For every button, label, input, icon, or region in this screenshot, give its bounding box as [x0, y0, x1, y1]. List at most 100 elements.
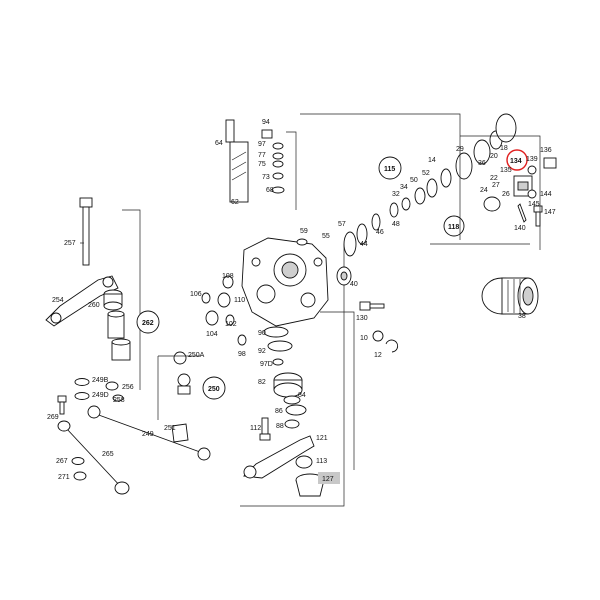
cap-40-part: [336, 266, 352, 286]
label-260[interactable]: 260: [88, 302, 100, 309]
label-249b[interactable]: 249B: [92, 377, 109, 384]
label-130[interactable]: 130: [356, 315, 368, 322]
label-64[interactable]: 64: [215, 140, 223, 147]
label-77[interactable]: 77: [258, 152, 266, 159]
label-88[interactable]: 88: [276, 423, 284, 430]
label-27[interactable]: 27: [492, 182, 500, 189]
label-26[interactable]: 26: [502, 191, 510, 198]
label-92[interactable]: 92: [258, 348, 266, 355]
bolt-257-part: [79, 197, 93, 266]
label-59[interactable]: 59: [300, 228, 308, 235]
label-68[interactable]: 68: [266, 187, 274, 194]
label-147[interactable]: 147: [544, 209, 556, 216]
label-57[interactable]: 57: [338, 221, 346, 228]
label-24[interactable]: 24: [480, 187, 488, 194]
label-250[interactable]: 250: [208, 386, 220, 393]
label-94[interactable]: 94: [262, 119, 270, 126]
bushing-127-part: [295, 473, 325, 497]
label-144[interactable]: 144: [540, 191, 552, 198]
sleeve-38-part: [481, 277, 539, 315]
ring-10-part: [372, 330, 384, 342]
ring-59-part: [296, 238, 308, 246]
label-118[interactable]: 118: [448, 224, 459, 231]
bushing-260-part: [103, 289, 123, 311]
label-84[interactable]: 84: [298, 392, 306, 399]
label-55[interactable]: 55: [322, 233, 330, 240]
label-135[interactable]: 135: [500, 167, 512, 174]
nut-256-part: [105, 381, 119, 391]
label-127[interactable]: 127: [322, 476, 334, 483]
label-262[interactable]: 262: [142, 320, 154, 327]
label-256[interactable]: 256: [122, 384, 134, 391]
label-34[interactable]: 34: [400, 184, 408, 191]
label-40[interactable]: 40: [350, 281, 358, 288]
clip-12-part: [385, 339, 399, 353]
gear-housing-part: [241, 237, 329, 327]
label-18[interactable]: 18: [500, 145, 508, 152]
label-97[interactable]: 97: [258, 141, 266, 148]
tie-rod-249-part: [87, 405, 211, 461]
ball-joint-250a-part: [173, 351, 191, 395]
label-110[interactable]: 110: [234, 297, 245, 304]
label-257[interactable]: 257: [64, 240, 76, 247]
label-140[interactable]: 140: [514, 225, 526, 232]
ring-86-part: [285, 404, 307, 416]
label-112[interactable]: 112: [250, 425, 261, 432]
label-97d[interactable]: 97D: [260, 361, 273, 368]
label-46[interactable]: 46: [376, 229, 384, 236]
clamp-251-part: [171, 423, 189, 443]
label-267[interactable]: 267: [56, 458, 68, 465]
label-249[interactable]: 249: [142, 431, 154, 438]
label-73[interactable]: 73: [262, 174, 270, 181]
label-10[interactable]: 10: [360, 335, 368, 342]
label-98[interactable]: 98: [238, 351, 246, 358]
label-86[interactable]: 86: [275, 408, 283, 415]
label-62[interactable]: 62: [231, 199, 239, 206]
label-12[interactable]: 12: [374, 352, 382, 359]
rings-stack-part: [343, 113, 517, 257]
label-134[interactable]: 134: [510, 158, 522, 165]
washer-102-part: [225, 314, 235, 326]
label-251[interactable]: 251: [164, 425, 176, 432]
label-48[interactable]: 48: [392, 221, 400, 228]
label-104[interactable]: 104: [206, 331, 218, 338]
label-90[interactable]: 90: [258, 330, 266, 337]
label-269[interactable]: 269: [47, 414, 59, 421]
label-50[interactable]: 50: [410, 177, 418, 184]
label-113[interactable]: 113: [316, 458, 327, 465]
label-106[interactable]: 106: [190, 291, 202, 298]
label-82[interactable]: 82: [258, 379, 266, 386]
label-249d[interactable]: 249D: [92, 392, 109, 399]
label-258[interactable]: 258: [113, 397, 125, 404]
label-36[interactable]: 36: [478, 160, 486, 167]
bolt-130-part: [359, 301, 385, 311]
label-32[interactable]: 32: [392, 191, 400, 198]
label-38[interactable]: 38: [518, 313, 526, 320]
label-108[interactable]: 108: [222, 273, 234, 280]
label-250a[interactable]: 250A: [188, 352, 205, 359]
label-115[interactable]: 115: [384, 166, 395, 173]
label-271[interactable]: 271: [58, 474, 70, 481]
nut-267-part: [71, 457, 85, 465]
label-136[interactable]: 136: [540, 147, 552, 154]
label-52[interactable]: 52: [422, 170, 430, 177]
label-139[interactable]: 139: [526, 156, 538, 163]
label-14[interactable]: 14: [428, 157, 436, 164]
ring-97d-part: [272, 358, 284, 366]
callout-262: [136, 310, 160, 334]
seal-stack-94-part: [261, 129, 285, 194]
label-145[interactable]: 145: [528, 201, 540, 208]
label-265[interactable]: 265: [102, 451, 114, 458]
washer-106-part: [201, 292, 211, 304]
label-254[interactable]: 254: [52, 297, 64, 304]
sleeve-136-part: [543, 157, 557, 169]
label-44[interactable]: 44: [360, 241, 368, 248]
label-121[interactable]: 121: [316, 435, 328, 442]
label-102[interactable]: 102: [225, 321, 237, 328]
label-20[interactable]: 20: [490, 153, 498, 160]
label-75[interactable]: 75: [258, 161, 266, 168]
idler-arm-121-part: [243, 435, 315, 479]
label-22[interactable]: 22: [490, 175, 498, 182]
ring-139-part: [527, 165, 537, 175]
callout-118: [443, 215, 465, 237]
